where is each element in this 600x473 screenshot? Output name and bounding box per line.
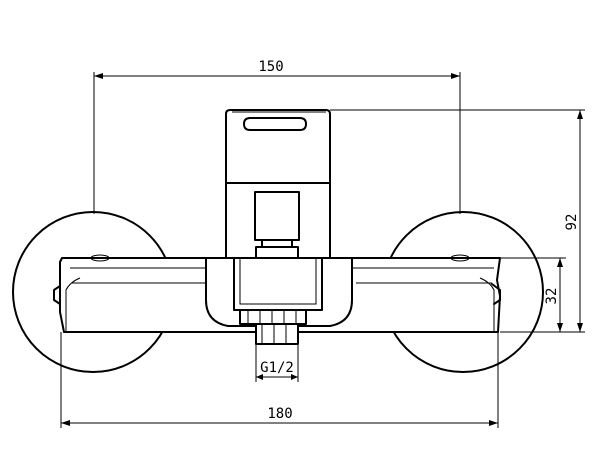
dimension-32-label: 32 xyxy=(544,288,560,305)
mixer-handle xyxy=(225,109,331,184)
dimension-92-label: 92 xyxy=(564,214,580,231)
cartridge-column xyxy=(225,182,331,259)
dimension-150-label: 150 xyxy=(258,59,283,75)
thread-label: G1/2 xyxy=(260,360,294,376)
outlet-nut xyxy=(239,309,307,345)
dimension-180: 180 xyxy=(60,332,499,428)
dimension-92: 92 xyxy=(330,109,585,333)
dimension-150: 150 xyxy=(93,59,461,214)
dimension-180-label: 180 xyxy=(267,406,292,422)
dimension-thread: G1/2 xyxy=(255,344,299,382)
dimension-32: 32 xyxy=(500,257,566,332)
